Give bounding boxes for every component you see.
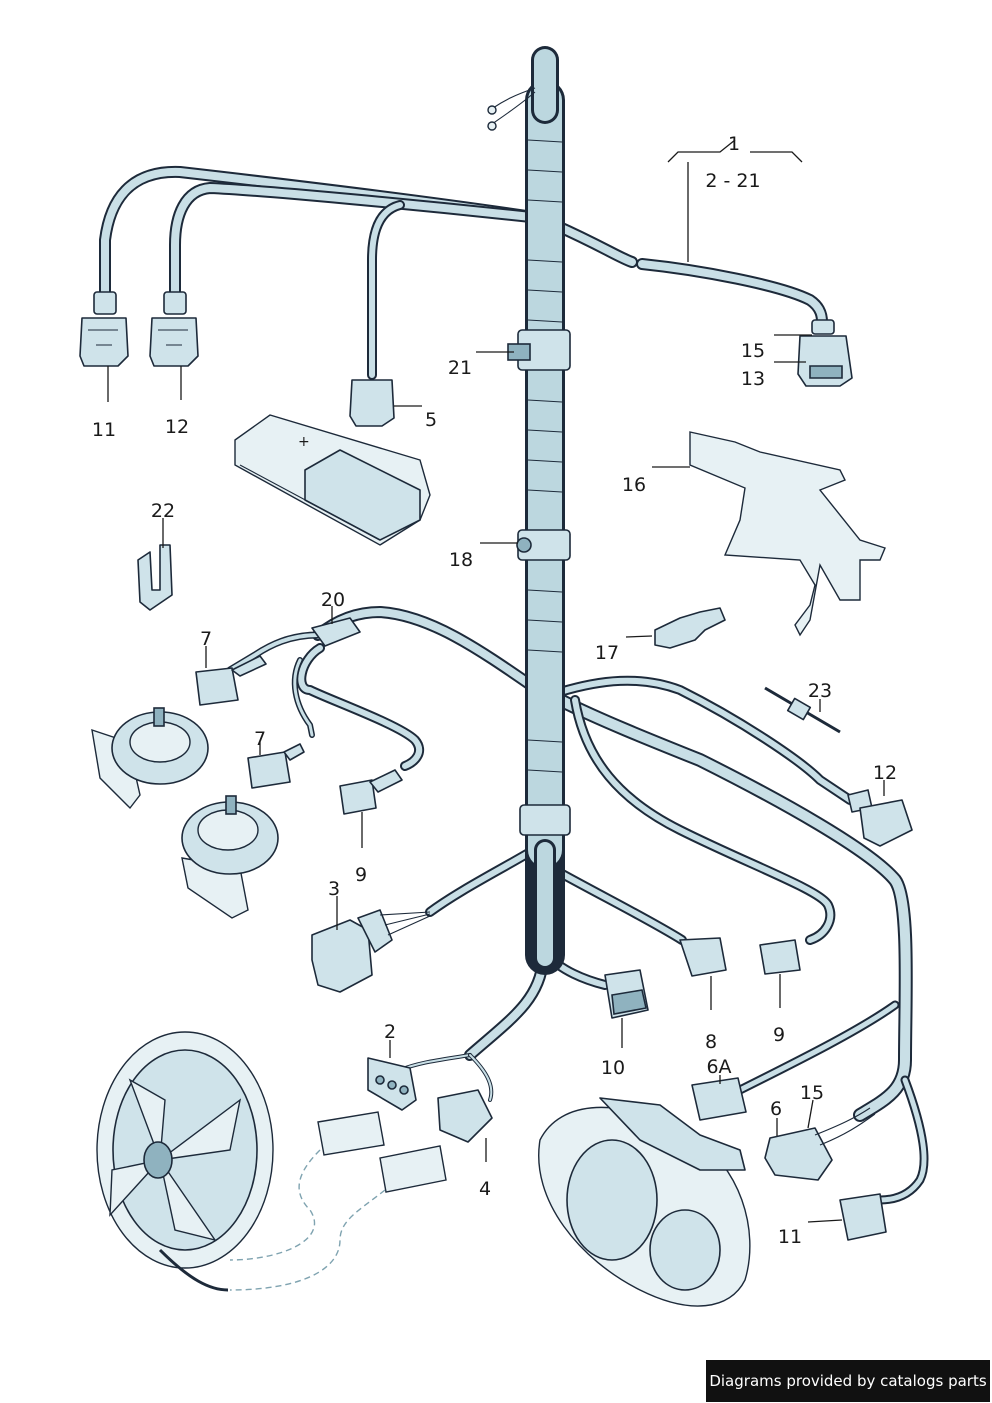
- connector-7-mid: [247, 751, 291, 789]
- label-1: 1: [728, 133, 740, 155]
- connector-9-left: [339, 779, 377, 815]
- main-harness-trunk: [487, 46, 571, 975]
- cable-tie-23: [764, 686, 841, 734]
- clip-17: [654, 607, 726, 649]
- label-2-21: 2 - 21: [705, 170, 760, 192]
- plug-loose-1: [317, 1111, 385, 1156]
- connector-11-top: [79, 291, 129, 367]
- clip-22: [137, 544, 173, 611]
- clamp-lower: [519, 804, 571, 836]
- label-3: 3: [328, 878, 340, 900]
- label-23: 23: [808, 680, 832, 702]
- connector-4: [437, 1089, 493, 1143]
- label-8: 8: [705, 1031, 717, 1053]
- leader-lines: [107, 139, 885, 1223]
- connector-5: [349, 379, 395, 427]
- label-2: 2: [384, 1021, 396, 1043]
- label-17: 17: [595, 642, 619, 664]
- label-7-left: 7: [200, 628, 212, 650]
- label-12-top: 12: [165, 416, 189, 438]
- label-16: 16: [622, 474, 646, 496]
- wire-branches: [99, 165, 929, 1205]
- label-9-right: 9: [773, 1024, 785, 1046]
- radiator-fan: [96, 1031, 274, 1292]
- headlight-assembly: [538, 1097, 751, 1307]
- label-11-top: 11: [92, 419, 116, 441]
- label-15-lower: 15: [800, 1082, 824, 1104]
- connector-3: [311, 909, 431, 993]
- connector-12-right: [847, 789, 913, 847]
- label-6a: 6A: [706, 1056, 731, 1078]
- label-6: 6: [770, 1098, 782, 1120]
- connector-11-lower: [839, 1193, 887, 1241]
- horn-lower: [181, 795, 279, 919]
- ring-terminal-icon: [487, 121, 497, 131]
- junction-20: [311, 617, 361, 647]
- label-18: 18: [449, 549, 473, 571]
- label-9-left: 9: [355, 864, 367, 886]
- svg-text:+: +: [298, 434, 310, 450]
- plug-loose-2: [379, 1145, 447, 1193]
- trunk-wrap-lines: [527, 139, 563, 773]
- label-11-lower: 11: [778, 1226, 802, 1248]
- connector-8: [679, 937, 727, 977]
- label-20: 20: [321, 589, 345, 611]
- credit-badge: Diagrams provided by catalogs parts: [706, 1360, 990, 1402]
- connector-10: [604, 969, 649, 1019]
- label-15-top: 15: [741, 340, 765, 362]
- connector-15-13-top: [797, 319, 853, 387]
- relay-box: +: [234, 414, 431, 546]
- label-10: 10: [601, 1057, 625, 1079]
- label-4: 4: [479, 1178, 491, 1200]
- connector-6-15-lower: [764, 1107, 876, 1181]
- ring-terminal-icon: [487, 105, 497, 115]
- horn-upper: [91, 707, 209, 810]
- label-7-mid: 7: [254, 728, 266, 750]
- label-22: 22: [151, 500, 175, 522]
- clip-18-icon: [516, 537, 532, 553]
- air-duct-16: [689, 431, 886, 637]
- label-21: 21: [448, 357, 472, 379]
- connector-12-top: [149, 291, 199, 367]
- label-5: 5: [425, 409, 437, 431]
- connector-9-right: [759, 939, 801, 975]
- label-13: 13: [741, 368, 765, 390]
- connector-7-left: [195, 667, 239, 706]
- label-12-right: 12: [873, 762, 897, 784]
- callout-labels: 1 2 - 21 11 12 5 15 13 21 16 18 22 20 17…: [92, 133, 897, 1248]
- connectors: +: [79, 291, 913, 1307]
- connector-6a: [691, 1077, 747, 1121]
